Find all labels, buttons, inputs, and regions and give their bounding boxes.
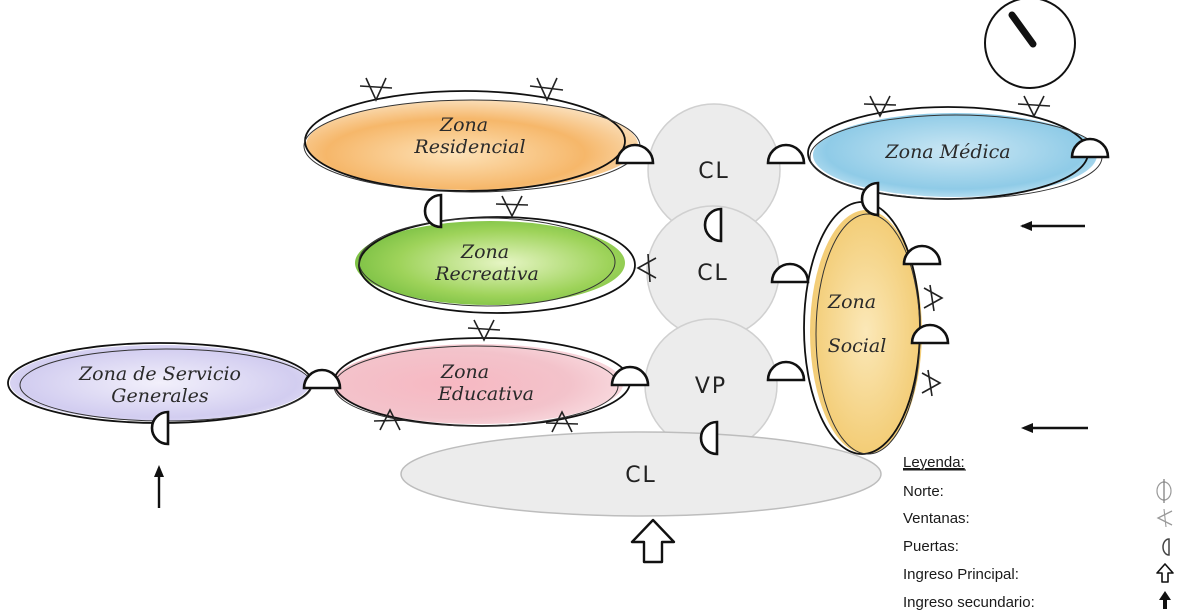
zona-residencial-line2: Residencial [413, 136, 525, 158]
window-icon [636, 253, 657, 283]
window-icon [923, 284, 944, 312]
ingreso-principal-icon [1156, 563, 1174, 583]
door-icon [1070, 137, 1110, 159]
zona-social: Zona Social [803, 201, 922, 455]
window-icon [921, 369, 942, 397]
door-icon [770, 262, 810, 284]
legend-item-ingreso-principal: Ingreso Principal: [903, 566, 1019, 583]
secondary-entrance-arrow-icon [154, 465, 164, 508]
door-icon [302, 368, 342, 390]
door-icon [703, 207, 723, 243]
zona-educativa-line2: Educativa [437, 383, 534, 405]
zona-residencial: Zona Residencial [303, 90, 641, 193]
north-compass-icon [984, 0, 1076, 89]
cl-top-label: CL [698, 159, 730, 184]
door-icon [699, 420, 719, 456]
zona-medica: Zona Médica [807, 106, 1103, 200]
window-icon [863, 95, 897, 118]
door-icon [423, 193, 443, 229]
legend-title: Leyenda: [903, 454, 965, 471]
zona-social-line1: Zona [827, 291, 876, 313]
zona-residencial-line1: Zona [439, 114, 488, 136]
zona-recreativa-line2: Recreativa [434, 263, 539, 285]
zona-medica-label: Zona Médica [884, 141, 1010, 163]
zona-educativa: Zona Educativa [333, 337, 631, 427]
door-icon [766, 143, 806, 165]
zona-servicio-line1: Zona de Servicio [78, 363, 241, 385]
legend-item-ingreso-secundario: Ingreso secundario: [903, 594, 1035, 611]
norte-icon [1156, 479, 1172, 503]
doors [150, 137, 1110, 456]
door-icon [860, 181, 880, 217]
legend-item-ventanas: Ventanas: [903, 510, 970, 527]
window-icon [495, 195, 529, 218]
door-icon [766, 360, 806, 382]
circulation-cl-bottom: CL [400, 431, 882, 517]
zona-servicio-line2: Generales [111, 385, 209, 407]
legend: Leyenda: Norte: Ventanas: Puertas: Ingre… [903, 454, 1174, 611]
main-entrance-arrow-icon [630, 518, 676, 564]
zona-recreativa-line1: Zona [460, 241, 509, 263]
door-icon [910, 323, 950, 345]
zona-servicio-generales: Zona de Servicio Generales [7, 342, 313, 424]
windows [359, 77, 1051, 433]
window-icon [373, 408, 407, 431]
door-icon [615, 143, 655, 165]
window-icon [467, 319, 501, 342]
secondary-entrance-arrow-icon [1020, 221, 1085, 231]
legend-item-norte: Norte: [903, 483, 944, 500]
vp-label: VP [695, 374, 727, 399]
window-icon [359, 77, 393, 102]
window-icon [1017, 95, 1051, 118]
zona-social-line2: Social [828, 335, 887, 357]
door-icon [150, 410, 170, 446]
ventana-icon [1156, 508, 1173, 528]
zona-recreativa: Zona Recreativa [355, 216, 636, 314]
window-icon [529, 77, 564, 102]
legend-item-puertas: Puertas: [903, 538, 959, 555]
puerta-icon [1162, 538, 1170, 556]
secondary-entrance-arrow-icon [1021, 423, 1088, 433]
cl-middle-label: CL [697, 261, 729, 286]
door-icon [902, 244, 942, 266]
window-icon [545, 410, 579, 433]
zona-educativa-line1: Zona [440, 361, 489, 383]
ingreso-secundario-icon [1159, 591, 1171, 609]
cl-bottom-label: CL [625, 463, 657, 488]
door-icon [610, 365, 650, 387]
